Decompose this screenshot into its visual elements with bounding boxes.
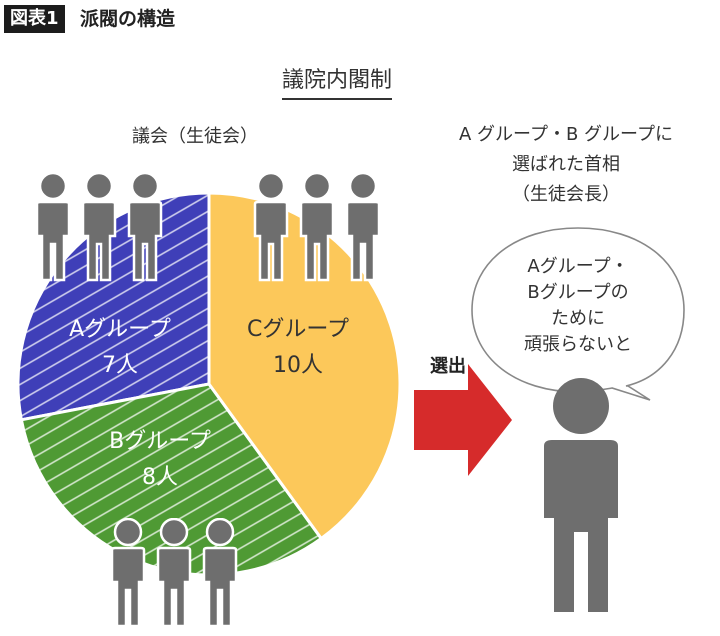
person-icon [345,172,381,282]
pie-slice-group-a-hatch [17,192,210,420]
group-c-count: 10人 [273,353,323,378]
person-icon [202,518,238,628]
figure-title: 派閥の構造 [80,8,176,30]
prime-minister-label-line: 選ばれた首相 [512,154,620,175]
person-icon [110,518,146,628]
prime-minister-label-line: （生徒会長） [512,184,620,205]
prime-minister-label: A グループ・B グループに 選ばれた首相 （生徒会長） [418,120,714,210]
selection-arrow-icon [414,364,512,476]
speech-bubble: Aグループ・ Bグループの ために 頑張らないと [471,227,685,401]
pie-slice-group-b-hatch [21,384,322,576]
prime-minister-label-line: A グループ・B グループに [459,124,673,145]
prime-minister-figure-icon [544,378,618,612]
group-b-name: Bグループ [109,429,211,454]
arrow-label: 選出 [430,356,466,377]
person-icon [35,172,71,282]
person-icon [156,518,192,628]
system-title: 議院内閣制 [282,62,393,100]
group-a-name: Aグループ [69,317,171,342]
figure-badge: 図表1 [4,5,65,33]
speech-bubble-line: Bグループの [527,282,628,303]
group-b-count: 8人 [142,465,178,490]
group-c-name: Cグループ [247,317,349,342]
pie-chart: Aグループ 7人 Bグループ 8人 Cグループ 10人 [16,191,402,577]
group-a-count: 7人 [102,353,138,378]
assembly-label: 議会（生徒会） [132,126,258,147]
speech-bubble-line: Aグループ・ [527,256,628,277]
speech-bubble-line: 頑張らないと [524,334,632,355]
speech-bubble-line: ために [551,308,605,329]
